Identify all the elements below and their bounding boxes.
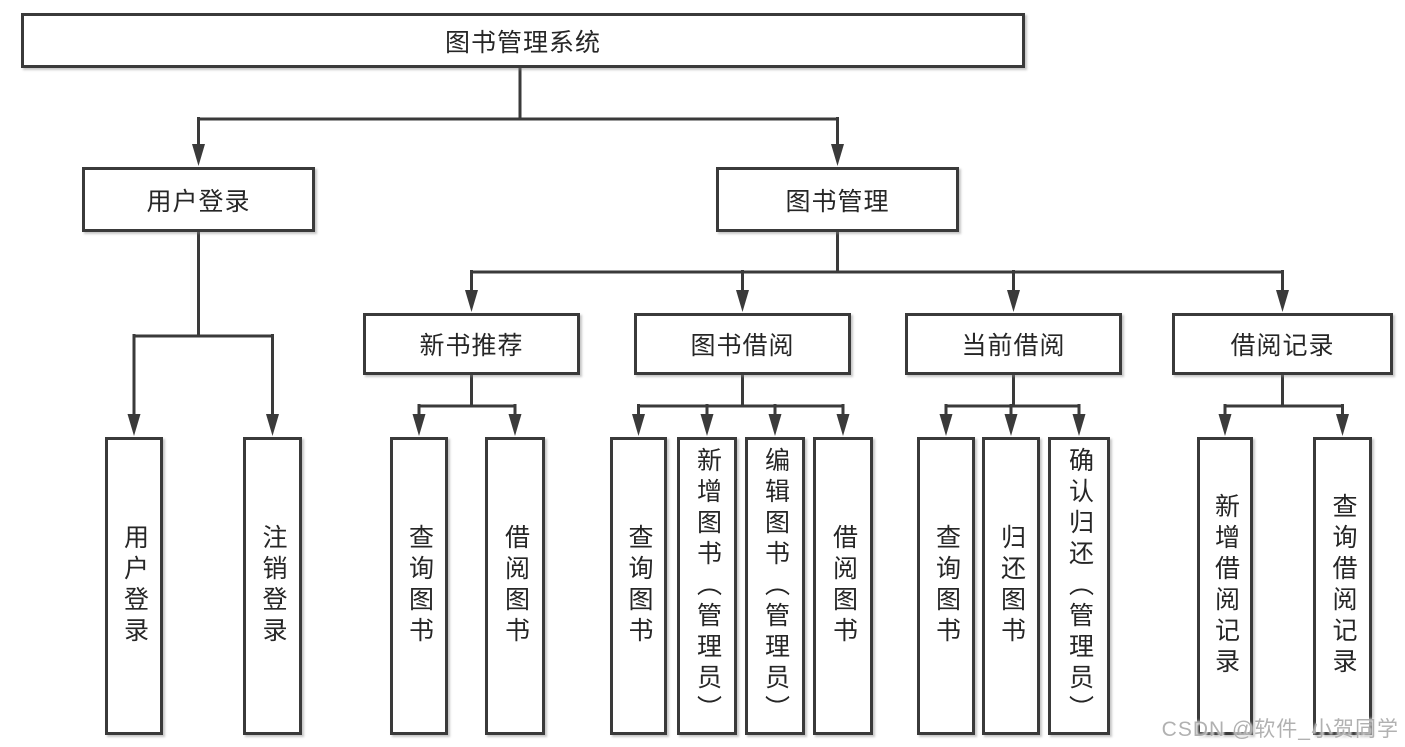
node-borrow-records: 借阅记录 bbox=[1172, 313, 1393, 375]
arrow-down-icon bbox=[465, 290, 478, 312]
arrow-down-icon bbox=[831, 144, 844, 166]
leaf-return-books: 归还图书 bbox=[982, 437, 1040, 735]
leaf-add-books-admin: 新增图书（管理员） bbox=[677, 437, 737, 735]
csdn-watermark: CSDN @软件_小贺同学 bbox=[1161, 718, 1399, 741]
node-current-borrowing: 当前借阅 bbox=[905, 313, 1122, 375]
node-root: 图书管理系统 bbox=[21, 13, 1025, 68]
leaf-query-borrow-record: 查询借阅记录 bbox=[1313, 437, 1372, 735]
node-book-management-label: 图书管理 bbox=[785, 187, 890, 216]
connector-new-book-to-leaves bbox=[417, 373, 517, 416]
leaf-add-books-admin-label: 新增图书（管理员） bbox=[693, 446, 722, 726]
arrow-down-icon bbox=[700, 414, 714, 436]
leaf-user-login-label: 用户登录 bbox=[120, 524, 149, 648]
node-user-login-label: 用户登录 bbox=[146, 187, 251, 216]
node-user-login: 用户登录 bbox=[82, 167, 315, 232]
connector-book-management-to-level3 bbox=[470, 230, 1284, 292]
arrow-down-icon bbox=[1336, 414, 1349, 436]
leaf-borrow-books-recommend: 借阅图书 bbox=[485, 437, 545, 735]
node-root-label: 图书管理系统 bbox=[444, 28, 601, 57]
arrow-down-icon bbox=[1276, 290, 1289, 312]
arrow-down-icon bbox=[1218, 414, 1232, 436]
leaf-user-login: 用户登录 bbox=[105, 437, 163, 735]
connector-borrow-records-to-leaves bbox=[1223, 373, 1344, 416]
leaf-query-books-current: 查询图书 bbox=[917, 437, 975, 735]
arrow-down-icon bbox=[127, 414, 141, 436]
leaf-edit-books-admin-label: 编辑图书（管理员） bbox=[761, 446, 790, 726]
node-new-book-recommend-label: 新书推荐 bbox=[419, 332, 524, 360]
leaf-confirm-return-admin: 确认归还（管理员） bbox=[1048, 437, 1110, 735]
leaf-confirm-return-admin-label: 确认归还（管理员） bbox=[1065, 446, 1094, 726]
node-book-management: 图书管理 bbox=[716, 167, 959, 232]
leaf-query-borrow-record-label: 查询借阅记录 bbox=[1329, 493, 1357, 679]
arrow-down-icon bbox=[632, 414, 645, 436]
node-borrow-records-label: 借阅记录 bbox=[1230, 332, 1335, 360]
leaf-logout-label: 注销登录 bbox=[259, 524, 287, 648]
leaf-query-books-borrowing: 查询图书 bbox=[610, 437, 667, 735]
arrow-down-icon bbox=[192, 144, 205, 166]
leaf-query-books-current-label: 查询图书 bbox=[932, 524, 961, 648]
node-new-book-recommend: 新书推荐 bbox=[363, 313, 580, 375]
leaf-logout: 注销登录 bbox=[243, 437, 302, 735]
arrow-down-icon bbox=[939, 414, 953, 436]
leaf-query-books-recommend-label: 查询图书 bbox=[405, 524, 434, 648]
node-current-borrowing-label: 当前借阅 bbox=[961, 332, 1066, 360]
arrow-down-icon bbox=[1007, 290, 1020, 312]
arrow-down-icon bbox=[412, 414, 426, 436]
arrow-down-icon bbox=[736, 290, 749, 312]
arrow-down-icon bbox=[836, 414, 850, 436]
leaf-borrow-books-recommend-label: 借阅图书 bbox=[501, 524, 530, 648]
leaf-add-borrow-record-label: 新增借阅记录 bbox=[1211, 493, 1240, 679]
leaf-edit-books-admin: 编辑图书（管理员） bbox=[745, 437, 805, 735]
node-book-borrowing-label: 图书借阅 bbox=[690, 332, 795, 360]
leaf-borrow-books-label: 借阅图书 bbox=[829, 524, 858, 648]
arrow-down-icon bbox=[508, 414, 522, 436]
arrow-down-icon bbox=[768, 414, 782, 436]
leaf-query-books-recommend: 查询图书 bbox=[390, 437, 448, 735]
leaf-add-borrow-record: 新增借阅记录 bbox=[1197, 437, 1253, 735]
leaf-query-books-borrowing-label: 查询图书 bbox=[625, 524, 653, 648]
connector-root-to-level2 bbox=[197, 66, 839, 146]
arrow-down-icon bbox=[1072, 414, 1086, 436]
arrow-down-icon bbox=[266, 414, 279, 436]
connector-book-borrowing-to-leaves bbox=[637, 373, 845, 416]
node-book-borrowing: 图书借阅 bbox=[634, 313, 851, 375]
connector-user-login-to-leaves bbox=[132, 230, 274, 416]
connector-current-borrowing-to-leaves bbox=[944, 373, 1081, 416]
leaf-borrow-books: 借阅图书 bbox=[813, 437, 873, 735]
leaf-return-books-label: 归还图书 bbox=[997, 524, 1026, 648]
arrow-down-icon bbox=[1004, 414, 1018, 436]
